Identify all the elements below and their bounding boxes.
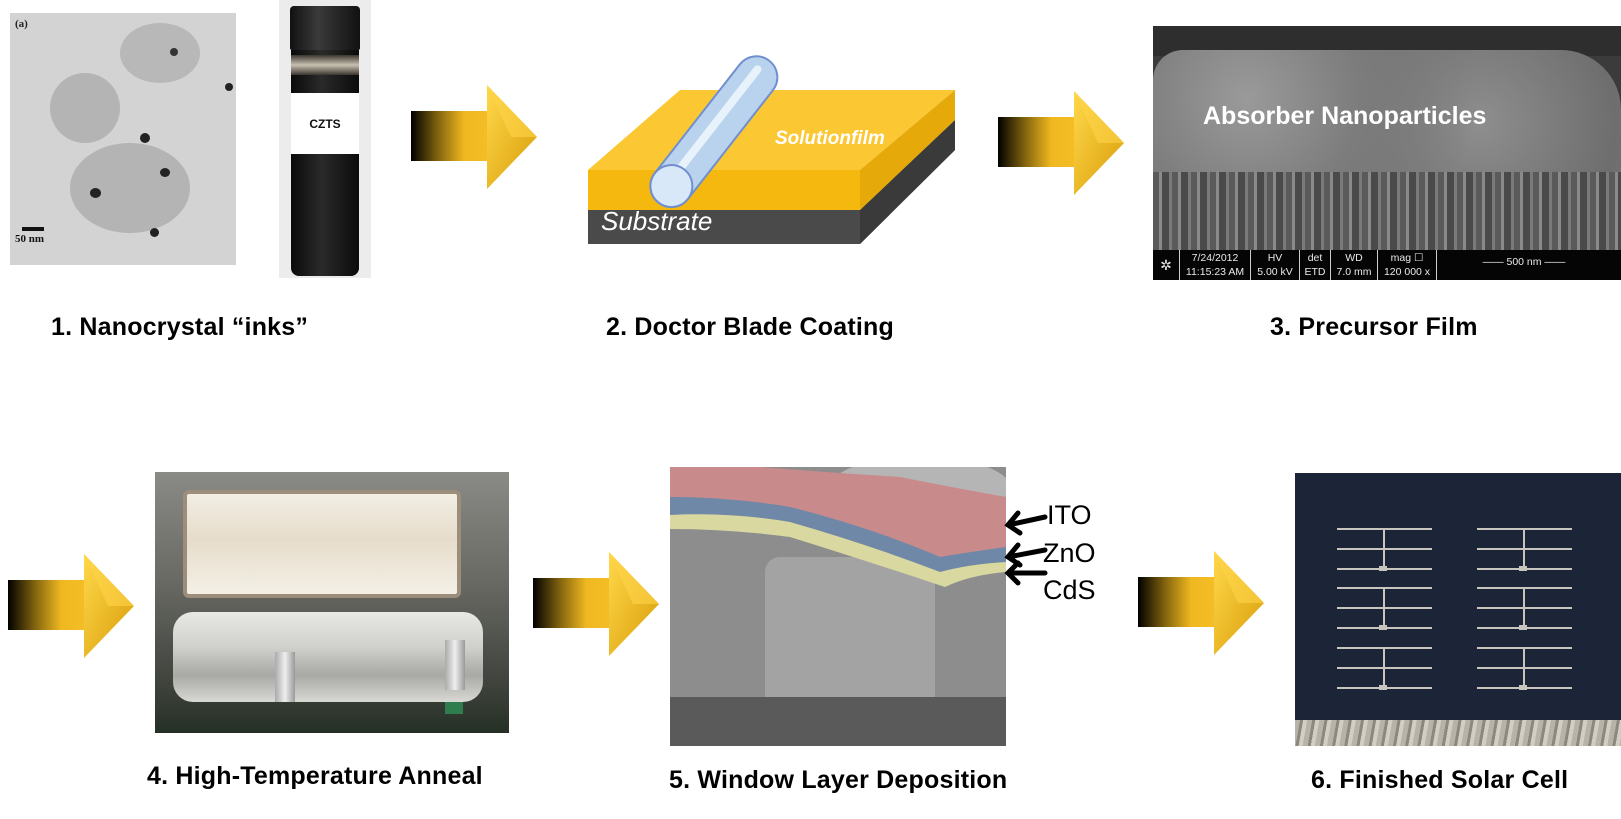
solution-film-label: Solutionfilm <box>775 128 885 149</box>
wd-value: 7.0 mm <box>1336 266 1372 278</box>
cds-label: CdS <box>1043 575 1096 605</box>
scale-bar-label: 50 nm <box>15 233 45 245</box>
tube-furnace-photo <box>155 472 509 733</box>
arrow-right-icon <box>8 554 134 658</box>
step-6-caption: 6. Finished Solar Cell <box>1311 766 1569 794</box>
wd-header: WD <box>1345 252 1363 264</box>
panel-label: (a) <box>15 18 28 30</box>
hv-value: 5.00 kV <box>1257 266 1293 278</box>
sem-date: 7/24/2012 <box>1191 252 1239 264</box>
arrow-right-icon <box>411 85 537 189</box>
vial-neck <box>291 55 359 75</box>
step-4-caption: 4. High-Temperature Anneal <box>147 762 483 790</box>
mag-value: 120 000 x <box>1383 266 1431 278</box>
step-1-caption: 1. Nanocrystal “inks” <box>51 313 309 341</box>
hv-header: HV <box>1267 252 1283 264</box>
arrow-right-icon <box>998 91 1124 195</box>
substrate-label: Substrate <box>601 206 713 236</box>
step-5-caption: 5. Window Layer Deposition <box>669 766 1008 794</box>
scale-bar <box>22 227 44 231</box>
det-value: ETD <box>1304 266 1326 278</box>
solar-cell-photo <box>1295 473 1621 746</box>
zno-label: ZnO <box>1043 538 1096 568</box>
vial-cap <box>290 6 360 50</box>
sem-precursor-film: Absorber Nanoparticles ✲ 7/24/2012 11:15:… <box>1153 26 1621 280</box>
ito-label: ITO <box>1047 500 1092 530</box>
window-layer-sem <box>670 467 1006 746</box>
vial-body <box>291 50 359 276</box>
absorber-nanoparticles-label: Absorber Nanoparticles <box>1203 102 1487 130</box>
sem-scale-bar: 500 nm <box>1506 256 1542 268</box>
det-header: det <box>1307 252 1323 264</box>
sem-time: 11:15:23 AM <box>1185 266 1245 278</box>
doctor-blade-diagram <box>588 55 955 244</box>
step-3-caption: 3. Precursor Film <box>1270 313 1478 341</box>
tem-micrograph: (a) 50 nm <box>10 13 236 265</box>
arrow-right-icon <box>533 552 659 656</box>
arrow-right-icon <box>1138 551 1264 655</box>
layer-pointer-arrows <box>1004 510 1048 586</box>
fei-logo-icon: ✲ <box>1153 250 1180 280</box>
mag-header: mag <box>1390 252 1412 264</box>
vial-label: CZTS <box>291 93 359 154</box>
step-2-caption: 2. Doctor Blade Coating <box>606 313 894 341</box>
